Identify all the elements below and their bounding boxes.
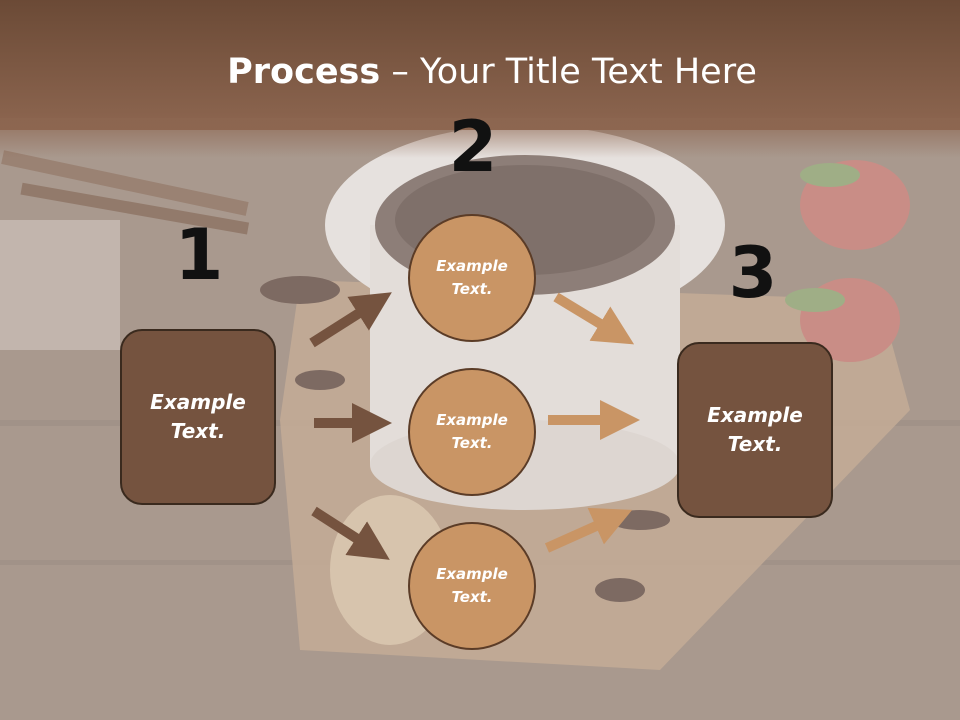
step-box-3: Example Text.	[677, 342, 833, 518]
title-rest: – Your Title Text Here	[380, 52, 757, 92]
step-box-1-text: Example Text.	[150, 390, 246, 443]
step-circle-bot-text: Example Text.	[436, 565, 508, 606]
step-box-3-text: Example Text.	[707, 403, 803, 456]
step-number-1: 1	[174, 214, 224, 296]
step-box-1: Example Text.	[120, 329, 276, 505]
title-banner	[0, 0, 960, 130]
step-circle-mid: Example Text.	[408, 368, 536, 496]
step-circle-top-text: Example Text.	[436, 257, 508, 298]
slide-title: Process – Your Title Text Here	[0, 52, 960, 92]
step-number-3: 3	[728, 232, 778, 314]
step-circle-bot: Example Text.	[408, 522, 536, 650]
step-circle-mid-text: Example Text.	[436, 411, 508, 452]
title-banner-fade	[0, 118, 960, 158]
title-bold: Process	[227, 52, 381, 92]
step-circle-top: Example Text.	[408, 214, 536, 342]
step-number-2: 2	[448, 106, 498, 188]
